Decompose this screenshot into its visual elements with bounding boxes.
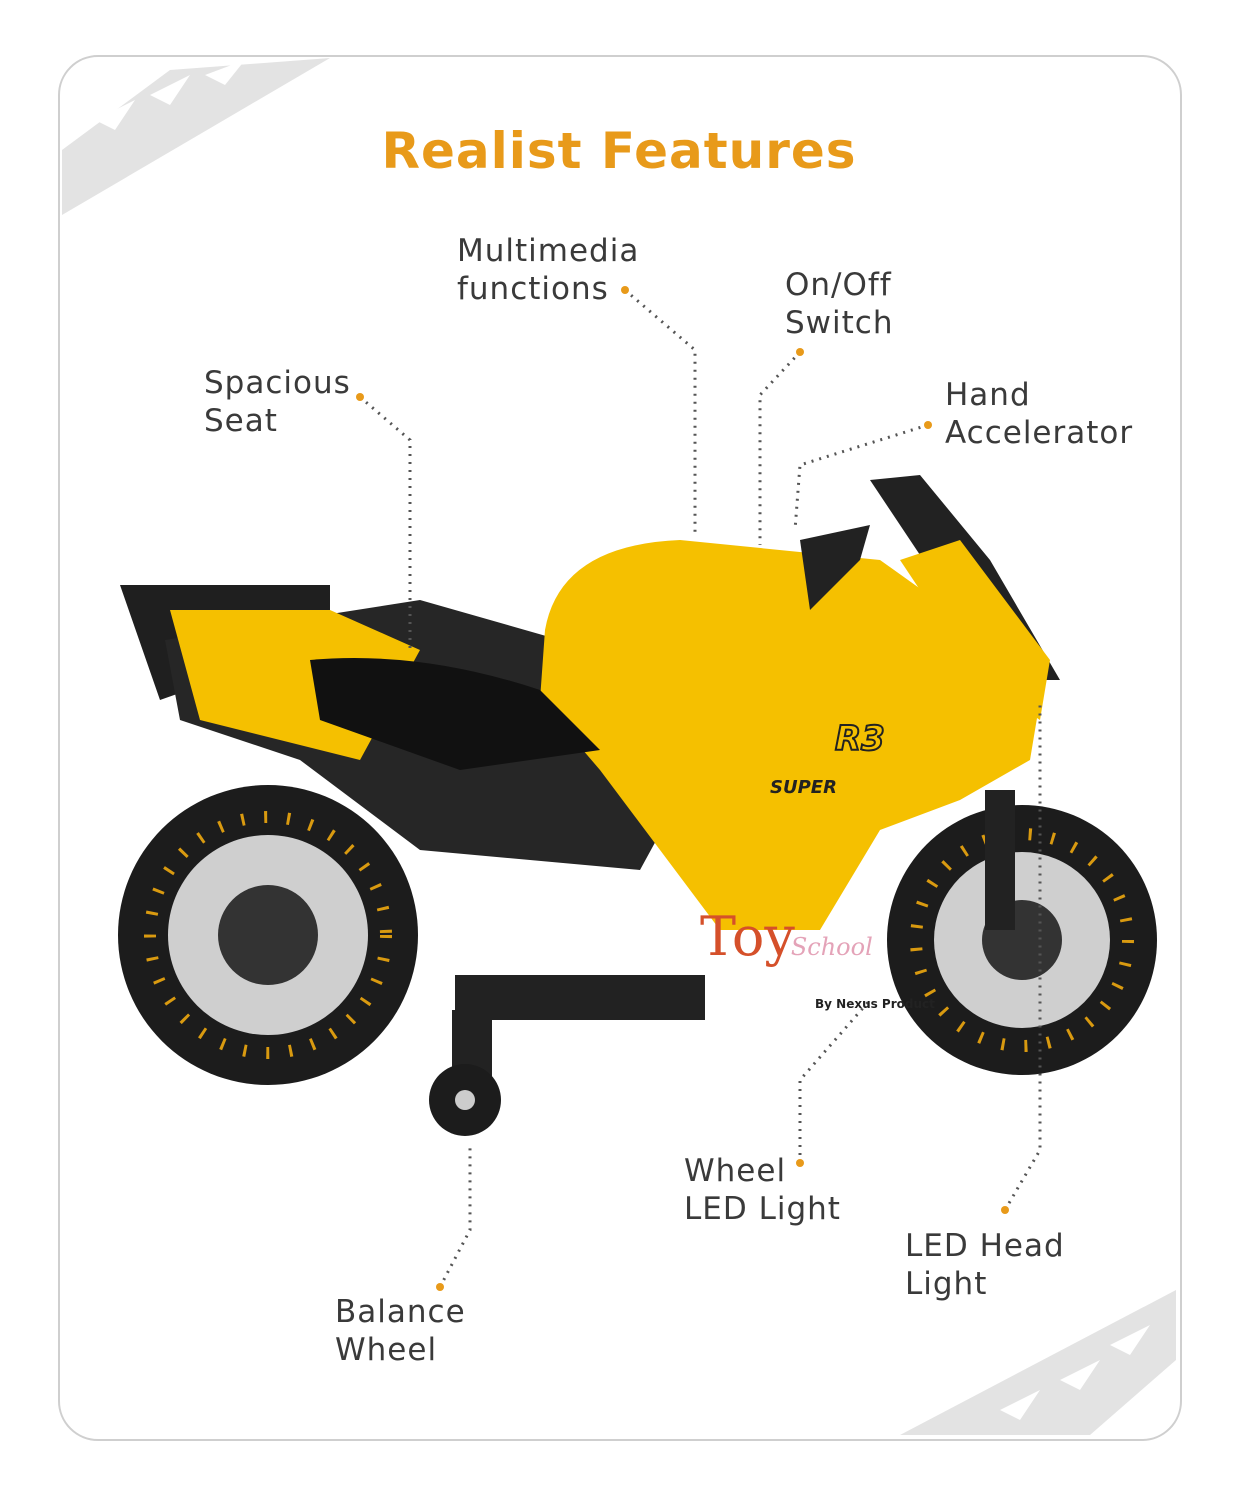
label-spacious-seat: Spacious Seat xyxy=(204,364,351,440)
label-wheel-led-light: Wheel LED Light xyxy=(684,1152,841,1228)
page-title: Realist Features xyxy=(381,122,857,180)
tire-track-bottom-right xyxy=(900,1290,1176,1435)
leader-lines xyxy=(359,288,1042,1288)
label-line: LED Head xyxy=(905,1228,1065,1264)
label-line: Spacious xyxy=(204,365,351,401)
watermark-logo: ToySchool By Nexus Product xyxy=(700,905,935,1011)
super-decal: SUPER xyxy=(770,777,837,798)
label-balance-wheel: Balance Wheel xyxy=(335,1293,466,1369)
logo-sub: School xyxy=(790,933,873,961)
label-led-head-light: LED Head Light xyxy=(905,1227,1065,1303)
label-line: Accelerator xyxy=(945,415,1134,451)
logo-byline: By Nexus Product xyxy=(815,997,935,1011)
label-line: On/Off xyxy=(785,267,892,303)
label-line: Balance xyxy=(335,1294,466,1330)
label-line: Wheel xyxy=(684,1153,787,1189)
label-line: LED Light xyxy=(684,1191,841,1227)
label-line: Hand xyxy=(945,377,1031,413)
label-line: Multimedia xyxy=(457,233,640,269)
leader-dots xyxy=(356,286,1009,1291)
label-hand-accelerator: Hand Accelerator xyxy=(945,376,1133,452)
label-line: Light xyxy=(905,1266,988,1302)
label-line: Switch xyxy=(785,305,894,341)
label-line: functions xyxy=(457,271,609,307)
label-line: Wheel xyxy=(335,1332,438,1368)
label-line: Seat xyxy=(204,403,278,439)
model-decal: R3 xyxy=(835,719,885,759)
motorcycle-image: R3 SUPER xyxy=(118,475,1157,1136)
tire-track-top-left xyxy=(62,58,330,215)
logo-brand: Toy xyxy=(700,905,795,968)
label-onoff-switch: On/Off Switch xyxy=(785,266,894,342)
label-multimedia: Multimedia functions xyxy=(457,232,639,308)
